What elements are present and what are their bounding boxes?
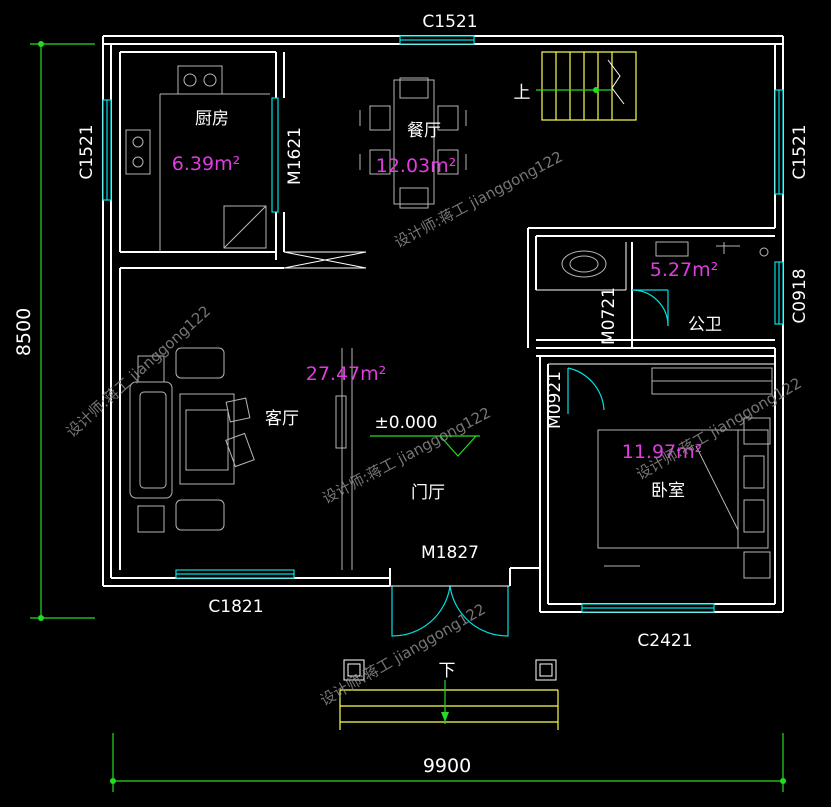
door-kitchen-label: M1621: [285, 127, 305, 185]
dim-height-label: 8500: [13, 308, 35, 356]
room-living-area: 27.47m²: [306, 363, 387, 385]
window-living-label: C1821: [208, 597, 263, 617]
porch-steps: [339, 659, 559, 730]
dim-width-label: 9900: [423, 755, 471, 777]
kitchen-fixtures: [125, 65, 270, 252]
steps-down-label: 下: [439, 661, 456, 681]
watermark-2: 设计师:蒋工 jianggong122: [63, 302, 215, 441]
bathroom-fixtures: [561, 241, 769, 278]
room-dining-name: 餐厅: [407, 121, 441, 141]
stairs: [536, 51, 637, 121]
window-left-label: C1521: [77, 124, 97, 179]
room-dining-area: 12.03m²: [376, 155, 457, 177]
living-furniture: [129, 347, 353, 570]
room-bedroom-name: 卧室: [651, 481, 685, 501]
bedroom-furniture: [597, 367, 773, 579]
room-kitchen-name: 厨房: [195, 109, 229, 129]
watermark-5: 设计师:蒋工 jianggong122: [317, 600, 489, 709]
window-bath-label: C0918: [790, 268, 810, 323]
door-bedroom-label: M0921: [545, 371, 565, 429]
elevation-mark: [370, 435, 480, 457]
window-right-label: C1521: [790, 124, 810, 179]
room-bathroom-name: 公卫: [688, 315, 722, 335]
interior-walls: [119, 51, 775, 578]
room-kitchen-area: 6.39m²: [172, 153, 240, 175]
window-top-label: C1521: [422, 12, 477, 32]
window-bedroom-label: C2421: [637, 631, 692, 651]
room-foyer-name: 门厅: [411, 483, 445, 503]
dimension-lines: [30, 41, 786, 792]
room-bathroom-area: 5.27m²: [650, 259, 718, 281]
door-bath-label: M0721: [599, 287, 619, 345]
doors: [390, 289, 669, 637]
room-bedroom-area: 11.97m²: [622, 441, 703, 463]
door-entrance-label: M1827: [421, 543, 479, 563]
watermark-4: 设计师:蒋工 jianggong122: [633, 374, 805, 483]
dining-table: [359, 77, 467, 209]
stairs-up-label: 上: [514, 83, 531, 103]
windows: [102, 35, 784, 613]
elevation-label: ±0.000: [375, 413, 438, 433]
room-living-name: 客厅: [265, 409, 299, 429]
